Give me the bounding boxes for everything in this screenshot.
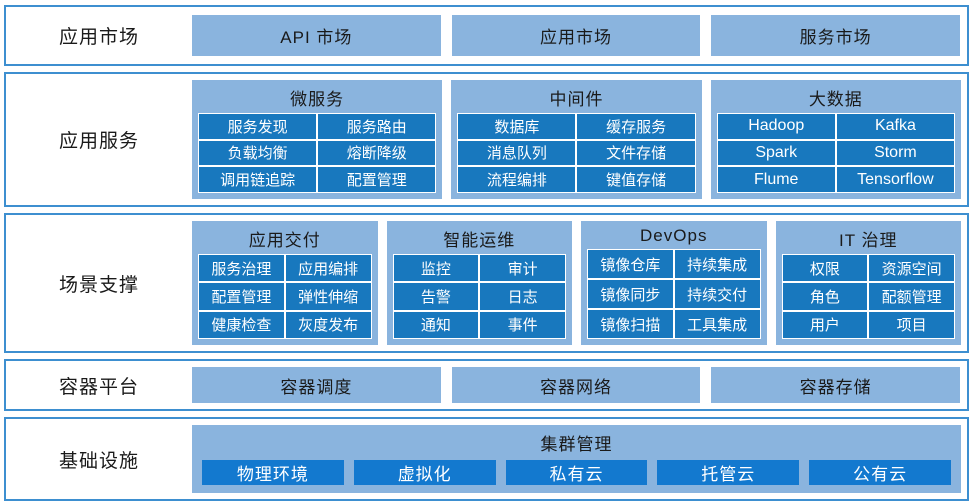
group-title-middleware: 中间件 xyxy=(549,90,604,109)
layer-row-app-service: 应用服务 微服务 服务发现 服务路由 负载均衡 熔断降级 调用链追踪 配置管理 … xyxy=(4,72,969,207)
group-title-microservice: 微服务 xyxy=(290,90,345,109)
cell-resource-space[interactable]: 资源空间 xyxy=(869,255,954,282)
group-intelligent-ops: 智能运维 监控 审计 告警 日志 通知 事件 xyxy=(386,221,572,345)
cell-gray-release[interactable]: 灰度发布 xyxy=(285,311,371,338)
layer-label-container-platform: 容器平台 xyxy=(58,376,139,398)
tile-service-market[interactable]: 服务市场 xyxy=(711,15,961,56)
cell-monitoring[interactable]: 监控 xyxy=(393,255,479,282)
group-grid-it-governance: 权限 资源空间 角色 配额管理 用户 项目 xyxy=(781,254,955,339)
cell-continuous-integration[interactable]: 持续集成 xyxy=(674,250,760,278)
cell-service-governance[interactable]: 服务治理 xyxy=(199,255,284,282)
cell-role[interactable]: 角色 xyxy=(782,283,868,310)
cell-storm[interactable]: Storm xyxy=(836,140,954,166)
cell-tool-integration[interactable]: 工具集成 xyxy=(674,310,760,338)
tile-app-market[interactable]: 应用市场 xyxy=(451,15,701,56)
group-title-it-governance: IT 治理 xyxy=(838,231,898,250)
cell-tensorflow[interactable]: Tensorflow xyxy=(836,167,954,192)
cell-tracing[interactable]: 调用链追踪 xyxy=(199,167,317,192)
layer-label-infrastructure: 基础设施 xyxy=(58,450,139,472)
panel-cluster-management: 集群管理 物理环境 虚拟化 私有云 托管云 公有云 xyxy=(192,425,961,493)
tile-private-cloud[interactable]: 私有云 xyxy=(505,460,648,485)
cell-process-orchestration[interactable]: 流程编排 xyxy=(458,167,576,192)
layer-body-infrastructure: 集群管理 物理环境 虚拟化 私有云 托管云 公有云 xyxy=(192,419,967,499)
cell-flume[interactable]: Flume xyxy=(717,167,835,192)
layer-label-scenario-support: 场景支撑 xyxy=(58,274,139,296)
cell-quota-management[interactable]: 配额管理 xyxy=(869,283,954,310)
group-title-big-data: 大数据 xyxy=(808,90,863,109)
cell-notification[interactable]: 通知 xyxy=(393,311,479,338)
cell-spark[interactable]: Spark xyxy=(717,140,835,166)
cell-kv-storage[interactable]: 键值存储 xyxy=(577,167,695,192)
tile-virtualization[interactable]: 虚拟化 xyxy=(353,460,496,485)
cell-continuous-delivery[interactable]: 持续交付 xyxy=(674,280,760,308)
group-big-data: 大数据 Hadoop Kafka Spark Storm Flume Tenso… xyxy=(710,80,961,199)
group-middleware: 中间件 数据库 缓存服务 消息队列 文件存储 流程编排 键值存储 xyxy=(451,80,702,199)
cell-message-queue[interactable]: 消息队列 xyxy=(458,140,576,166)
cell-file-storage[interactable]: 文件存储 xyxy=(577,140,695,166)
group-title-intelligent-ops: 智能运维 xyxy=(443,231,516,250)
cell-config-management[interactable]: 配置管理 xyxy=(318,167,436,192)
cell-log[interactable]: 日志 xyxy=(480,283,565,310)
tile-strip-app-market: API 市场 应用市场 服务市场 xyxy=(192,7,967,64)
layer-body-scenario-support: 应用交付 服务治理 应用编排 配置管理 弹性伸缩 健康检查 灰度发布 智能运维 … xyxy=(192,215,967,351)
layer-body-container-platform: 容器调度 容器网络 容器存储 xyxy=(192,361,967,409)
layer-row-infrastructure: 基础设施 集群管理 物理环境 虚拟化 私有云 托管云 公有云 xyxy=(4,417,969,501)
group-grid-big-data: Hadoop Kafka Spark Storm Flume Tensorflo… xyxy=(716,113,955,193)
tile-managed-cloud[interactable]: 托管云 xyxy=(657,460,800,485)
cell-elastic-scaling[interactable]: 弹性伸缩 xyxy=(285,283,371,310)
tile-container-scheduling[interactable]: 容器调度 xyxy=(192,367,441,403)
cell-health-check[interactable]: 健康检查 xyxy=(199,311,284,338)
cell-app-orchestration[interactable]: 应用编排 xyxy=(285,255,371,282)
cell-event[interactable]: 事件 xyxy=(480,311,565,338)
layer-body-app-market: API 市场 应用市场 服务市场 xyxy=(192,7,967,64)
layer-label-app-market: 应用市场 xyxy=(58,27,139,48)
group-grid-intelligent-ops: 监控 审计 告警 日志 通知 事件 xyxy=(392,254,566,339)
cell-load-balancing[interactable]: 负载均衡 xyxy=(199,140,317,166)
cell-cache-service[interactable]: 缓存服务 xyxy=(577,114,695,139)
group-grid-devops: 镜像仓库 持续集成 镜像同步 持续交付 镜像扫描 工具集成 xyxy=(587,249,761,339)
cell-user[interactable]: 用户 xyxy=(782,311,868,338)
layer-row-app-market: 应用市场 API 市场 应用市场 服务市场 xyxy=(4,5,969,66)
group-grid-middleware: 数据库 缓存服务 消息队列 文件存储 流程编排 键值存储 xyxy=(457,113,696,193)
cell-audit[interactable]: 审计 xyxy=(480,255,565,282)
layer-body-app-service: 微服务 服务发现 服务路由 负载均衡 熔断降级 调用链追踪 配置管理 中间件 数… xyxy=(192,74,967,205)
group-grid-app-delivery: 服务治理 应用编排 配置管理 弹性伸缩 健康检查 灰度发布 xyxy=(198,254,372,339)
panel-title-cluster-management: 集群管理 xyxy=(540,435,613,454)
cell-config-management-delivery[interactable]: 配置管理 xyxy=(199,283,284,310)
cell-permission[interactable]: 权限 xyxy=(782,255,868,282)
cell-circuit-breaking[interactable]: 熔断降级 xyxy=(318,140,436,166)
tile-strip-container-platform: 容器调度 容器网络 容器存储 xyxy=(192,361,967,409)
layer-row-scenario-support: 场景支撑 应用交付 服务治理 应用编排 配置管理 弹性伸缩 健康检查 灰度发布 … xyxy=(4,213,969,353)
group-app-delivery: 应用交付 服务治理 应用编排 配置管理 弹性伸缩 健康检查 灰度发布 xyxy=(192,221,378,345)
cell-image-sync[interactable]: 镜像同步 xyxy=(588,280,673,308)
group-grid-microservice: 服务发现 服务路由 负载均衡 熔断降级 调用链追踪 配置管理 xyxy=(198,113,437,193)
layer-row-container-platform: 容器平台 容器调度 容器网络 容器存储 xyxy=(4,359,969,411)
group-title-devops: DevOps xyxy=(640,226,708,245)
cell-image-scan[interactable]: 镜像扫描 xyxy=(588,310,673,338)
cluster-tile-strip: 物理环境 虚拟化 私有云 托管云 公有云 xyxy=(202,460,951,485)
cell-service-discovery[interactable]: 服务发现 xyxy=(199,114,317,139)
group-it-governance: IT 治理 权限 资源空间 角色 配额管理 用户 项目 xyxy=(775,221,961,345)
cell-service-routing[interactable]: 服务路由 xyxy=(318,114,436,139)
cell-kafka[interactable]: Kafka xyxy=(836,114,954,139)
tile-api-market[interactable]: API 市场 xyxy=(192,15,441,56)
layer-label-app-service: 应用服务 xyxy=(58,131,139,152)
cell-project[interactable]: 项目 xyxy=(869,311,954,338)
group-strip-app-service: 微服务 服务发现 服务路由 负载均衡 熔断降级 调用链追踪 配置管理 中间件 数… xyxy=(192,74,967,205)
cell-image-registry[interactable]: 镜像仓库 xyxy=(588,250,673,278)
cell-database[interactable]: 数据库 xyxy=(458,114,576,139)
tile-public-cloud[interactable]: 公有云 xyxy=(809,460,951,485)
group-devops: DevOps 镜像仓库 持续集成 镜像同步 持续交付 镜像扫描 工具集成 xyxy=(581,221,767,345)
group-strip-scenario-support: 应用交付 服务治理 应用编排 配置管理 弹性伸缩 健康检查 灰度发布 智能运维 … xyxy=(192,215,967,351)
cell-hadoop[interactable]: Hadoop xyxy=(717,114,835,139)
group-title-app-delivery: 应用交付 xyxy=(248,231,321,250)
tile-container-storage[interactable]: 容器存储 xyxy=(711,367,961,403)
cell-alarm[interactable]: 告警 xyxy=(393,283,479,310)
tile-physical-environment[interactable]: 物理环境 xyxy=(202,460,344,485)
group-microservice: 微服务 服务发现 服务路由 负载均衡 熔断降级 调用链追踪 配置管理 xyxy=(192,80,443,199)
tile-container-network[interactable]: 容器网络 xyxy=(451,367,701,403)
